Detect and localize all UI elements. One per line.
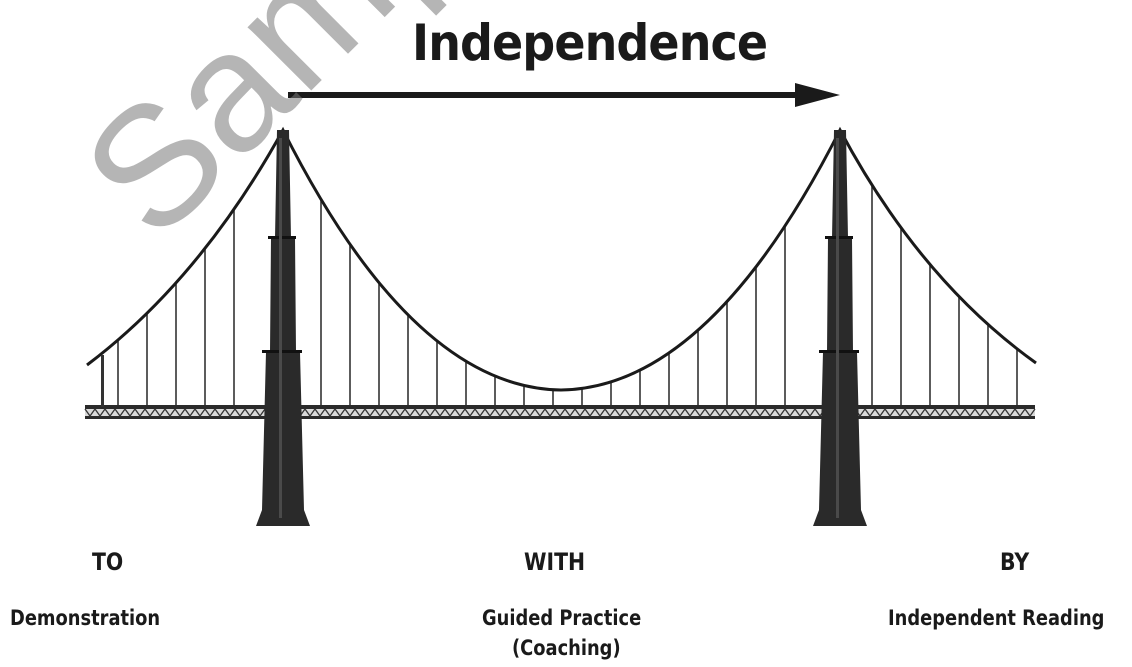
right-tower <box>813 130 867 526</box>
stage-description-demonstration: Demonstration <box>10 606 160 631</box>
independence-arrow <box>288 83 840 107</box>
stage-label-with: WITH <box>524 548 585 577</box>
stage-description-guided-practice: Guided Practice <box>482 606 641 631</box>
stage-description-coaching: (Coaching) <box>512 636 621 661</box>
stage-label-to: TO <box>92 548 123 577</box>
end-post <box>101 355 104 407</box>
stage-description-independent-reading: Independent Reading <box>888 606 1104 631</box>
main-cable <box>87 130 1036 390</box>
bridge-deck <box>85 405 1035 419</box>
left-tower <box>256 130 310 526</box>
suspender-cables <box>118 185 1017 405</box>
stage-label-by: BY <box>1000 548 1029 577</box>
